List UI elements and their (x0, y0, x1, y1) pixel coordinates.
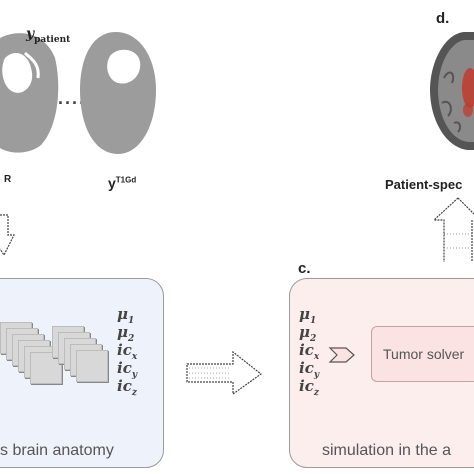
right-arrow-icon (186, 350, 263, 396)
chevron-right-icon (328, 347, 355, 363)
brain-scan-right (80, 32, 156, 154)
panel-c-letter: c. (298, 260, 311, 277)
left-scan-label: R (4, 174, 12, 185)
panel-b-caption: s brain anatomy (0, 442, 114, 459)
brain-scan-left (0, 33, 59, 153)
down-arrow-icon (0, 214, 15, 257)
up-arrow-icon (432, 197, 474, 262)
y-t1gd-label: yT1Gd (108, 175, 137, 191)
tumor-solver-label: Tumor solver (383, 346, 465, 362)
panel-d-caption: Patient-spec (385, 177, 463, 192)
panel-c-caption: simulation in the a (322, 442, 451, 459)
patient-brain-image (430, 32, 474, 150)
y-patient-label: ypatient (26, 26, 71, 45)
tumor-solver-box: Tumor solver (371, 326, 474, 382)
panel-d-letter: d. (436, 10, 450, 27)
